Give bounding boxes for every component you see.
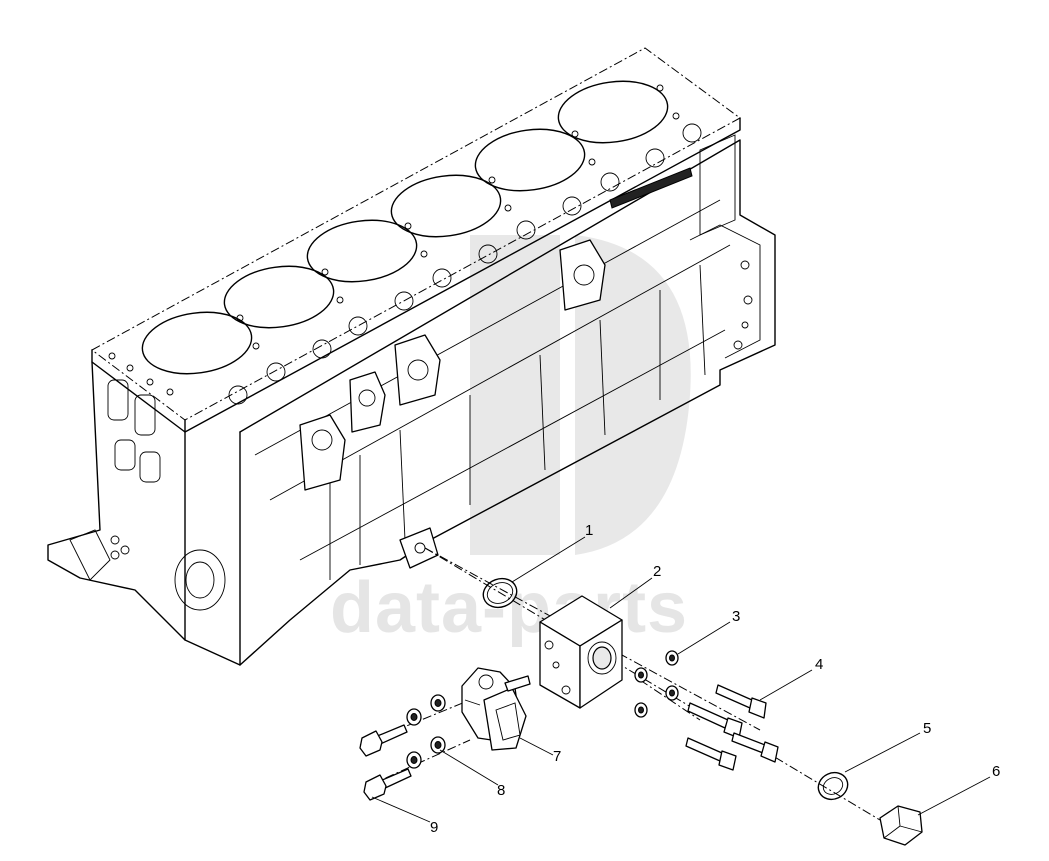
part-9-hex-bolts: [359, 724, 412, 801]
deck-holes: [108, 84, 702, 405]
callout-7: 7: [553, 748, 561, 765]
cylinder-bores: [141, 80, 669, 375]
callout-6: 6: [992, 763, 1000, 780]
part-3-washers: [634, 650, 679, 718]
callout-9: 9: [430, 819, 438, 836]
watermark: [470, 235, 691, 555]
engine-block: [47, 47, 776, 666]
front-face-detail: [69, 379, 226, 611]
part-7-sensor: [461, 667, 531, 751]
part-4-bolts: [685, 684, 779, 771]
part-6-plug: [879, 805, 923, 846]
leader-lines: [371, 536, 991, 823]
callout-4: 4: [815, 656, 823, 673]
callout-labels: 1 2 3 4 5 6 7 8 9: [430, 522, 1000, 836]
watermark-logo: [470, 235, 691, 555]
callout-3: 3: [732, 608, 740, 625]
part-2-adapter-block: [539, 595, 623, 709]
callout-5: 5: [923, 720, 931, 737]
bearing-bosses: [299, 239, 606, 491]
side-ribs: [329, 264, 706, 580]
watermark-text: data-parts: [330, 568, 688, 648]
callout-8: 8: [497, 782, 505, 799]
pushrod-row: [609, 167, 693, 209]
part-1-o-ring: [482, 577, 518, 609]
callout-2: 2: [653, 563, 661, 580]
callout-1: 1: [585, 522, 593, 539]
rear-flange-holes: [733, 260, 753, 350]
part-5-sealing-ring: [817, 771, 849, 801]
part-8-washers: [406, 694, 446, 769]
block-sensor-boss: [399, 527, 439, 569]
